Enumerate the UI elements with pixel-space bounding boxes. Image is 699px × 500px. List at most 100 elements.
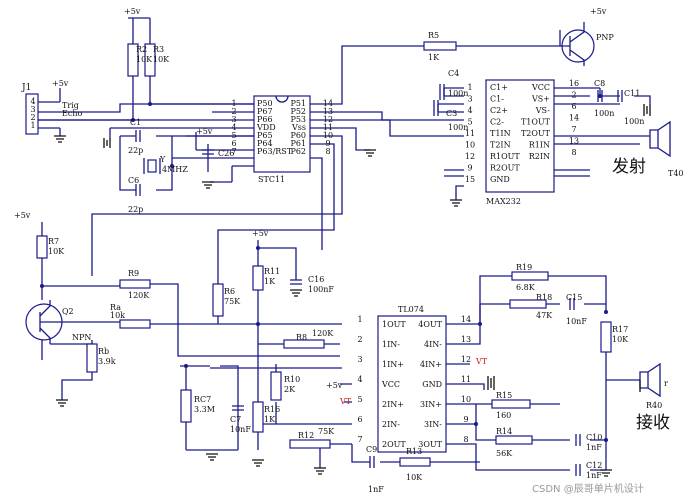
r5-val: 1K xyxy=(428,53,440,62)
r11-val: 1K xyxy=(264,277,276,286)
r7-body xyxy=(36,235,48,259)
r2-ref: R2 xyxy=(136,45,147,54)
tl074-pin-name-right-2: 4IN+ xyxy=(420,360,442,369)
r17-body xyxy=(600,321,612,353)
max232-pin-name-left-4: T1IN xyxy=(490,129,511,138)
max232-pin-num-right-4: 7 xyxy=(571,125,576,134)
mcu-pin-name-left-5: P64 xyxy=(257,139,273,148)
tl074-pin-name-left-1: 1IN- xyxy=(382,340,400,349)
max232-pin-name-left-6: R1OUT xyxy=(490,152,520,161)
r13-val: 10K xyxy=(406,473,423,482)
resistors xyxy=(36,41,612,467)
tl074-pin-name-right-0: 4OUT xyxy=(418,320,442,329)
mcu-pin-num-right-5: 9 xyxy=(325,139,330,148)
r40-ref: R40 xyxy=(646,401,662,410)
r18-body xyxy=(509,299,547,309)
c6-val: 22p xyxy=(128,205,143,214)
mcu-pin-num-left-5: 6 xyxy=(231,139,236,148)
max232-pin-name-right-1: VS+ xyxy=(531,95,550,104)
c15-val: 10nF xyxy=(566,317,587,326)
mcu-pin-name-left-0: P50 xyxy=(257,99,273,108)
r9-val: 120K xyxy=(128,291,150,300)
mcu-pin-num-left-4: 5 xyxy=(231,131,236,140)
c16-ref: C16 xyxy=(308,275,324,284)
max232-pin-num-left-1: 3 xyxy=(467,95,472,104)
max232-pin-name-right-3: T1OUT xyxy=(521,118,551,127)
tl074-pin-num-right-3: 11 xyxy=(461,375,471,384)
r19-val: 6.8K xyxy=(516,283,536,292)
c16-vcc: +5v xyxy=(252,229,269,238)
top-vcc: +5v xyxy=(124,7,141,16)
max232-pin-name-left-7: R2OUT xyxy=(490,164,520,173)
r7-ref: R7 xyxy=(48,237,59,246)
t40-ref: T40 xyxy=(668,169,684,178)
r17-ref: R17 xyxy=(612,325,628,334)
max232-pin-name-left-1: C1- xyxy=(490,95,504,104)
tl074-pin-num-left-0: 1 xyxy=(357,315,362,324)
r17-val: 10K xyxy=(612,335,629,344)
tl074-pin-num-left-2: 3 xyxy=(357,355,362,364)
r2-body xyxy=(127,43,139,77)
r12-val: 75K xyxy=(318,427,335,436)
tl074-pin-name-right-5: 3IN- xyxy=(424,420,442,429)
r14-body xyxy=(495,435,533,445)
vt-right: VT xyxy=(475,357,488,366)
mcu-pin-num-right-4: 10 xyxy=(323,131,333,140)
mcu-pin-name-right-0: P51 xyxy=(290,99,306,108)
mcu-pin-num-right-6: 8 xyxy=(325,147,330,156)
r8-ref: R8 xyxy=(296,333,307,342)
ra-body xyxy=(119,319,151,329)
r6-val: 75K xyxy=(224,297,241,306)
max232-pin-name-left-5: T2IN xyxy=(490,141,511,150)
tl074-pin-num-right-2: 12 xyxy=(461,355,471,364)
mcu-pin-num-left-3: 4 xyxy=(231,123,236,132)
c6-ref: C6 xyxy=(128,176,139,185)
tl074-pin-num-left-6: 7 xyxy=(357,435,362,444)
c3-ref: C3 xyxy=(446,109,457,118)
max232-pin-num-right-3: 14 xyxy=(569,114,579,123)
tl074-pin-name-right-1: 4IN- xyxy=(424,340,442,349)
max232-pin-name-right-4: T2OUT xyxy=(521,129,551,138)
r16-body xyxy=(252,401,264,433)
r14-ref: R14 xyxy=(496,427,512,436)
capacitors xyxy=(135,84,623,476)
tl074-pin-num-left-1: 2 xyxy=(357,335,362,344)
tl074-chip: TL074 xyxy=(377,305,447,453)
t40-label: 发射 xyxy=(612,157,646,177)
r18-val: 47K xyxy=(536,311,553,320)
tl074-pin-name-left-3: VCC xyxy=(381,380,400,389)
r6-body xyxy=(212,283,224,317)
npn-transistor-q2: Q2 NPN xyxy=(25,300,91,344)
mcu-pin-name-right-3: Vss xyxy=(291,123,306,132)
r13-ref: R13 xyxy=(406,447,422,456)
r8-val: 120K xyxy=(312,329,334,338)
transmitter-speaker-t40: 发射 T40 xyxy=(612,120,684,178)
c9-ref: C9 xyxy=(366,445,377,454)
max232-pin-num-left-6: 12 xyxy=(465,152,475,161)
mcu-pin-name-left-6: P63/RST xyxy=(257,147,293,156)
r16-ref: R16 xyxy=(264,405,280,414)
j1-pin-2: 2 xyxy=(30,113,35,122)
max232-pin-num-right-5: 13 xyxy=(569,137,579,146)
mcu-pin-name-right-1: P52 xyxy=(290,107,306,116)
c3-val: 100n xyxy=(448,123,468,132)
tl074-vcc: +5v xyxy=(326,381,343,390)
max232-chip: MAX232 xyxy=(485,79,555,206)
max232-pin-num-left-8: 15 xyxy=(465,175,475,184)
max232-pin-name-left-8: GND xyxy=(490,175,510,184)
max232-pin-num-left-3: 5 xyxy=(467,118,472,127)
mcu-pin-num-left-6: 7 xyxy=(231,147,236,156)
r12-ref: R12 xyxy=(298,431,314,440)
mcu-pin-num-left-0: 1 xyxy=(231,99,236,108)
pnp-transistor: PNP +5v xyxy=(560,7,614,66)
r3-ref: R3 xyxy=(153,45,164,54)
r8-body xyxy=(283,339,325,349)
mcu-pin-num-right-0: 14 xyxy=(323,99,333,108)
mcu-pin-num-left-1: 2 xyxy=(231,107,236,116)
r18-ref: R18 xyxy=(536,293,552,302)
mcu-pin-num-right-2: 12 xyxy=(323,115,333,124)
mcu-pin-num-right-3: 11 xyxy=(323,123,333,132)
c7-val: 10nF xyxy=(230,425,251,434)
